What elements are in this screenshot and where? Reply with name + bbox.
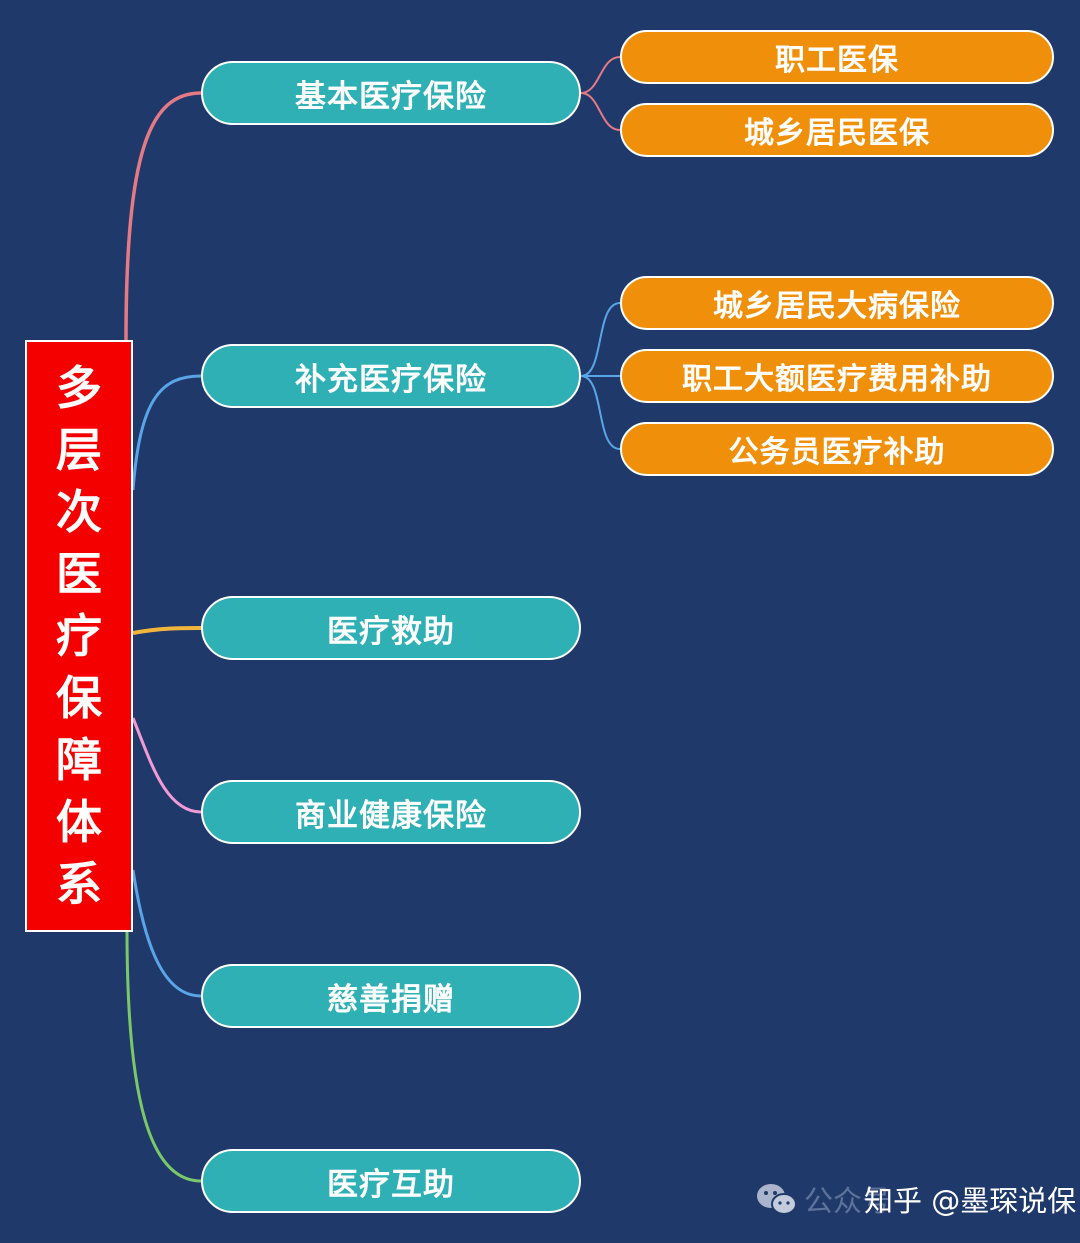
connector-root-basic [124, 91, 202, 341]
node-medical-assistance[interactable]: 医疗救助 [201, 596, 581, 660]
watermark-ghost-text: 公众号 [804, 1184, 892, 1218]
leaf-civil-servant-subsidy[interactable]: 公务员医疗补助 [620, 422, 1054, 476]
root-label-char: 障 [56, 733, 102, 787]
connector-supp-leaf1 [580, 302, 621, 377]
root-label-char: 次 [56, 485, 102, 539]
connector-root-mutual [125, 929, 202, 1183]
root-label-char: 多 [56, 361, 102, 415]
leaf-resident-insurance[interactable]: 城乡居民医保 [620, 103, 1054, 157]
root-label-char: 层 [56, 423, 102, 477]
root-label-char: 体 [56, 795, 102, 849]
connector-supp-leaf3 [580, 375, 621, 450]
connector-root-supplementary [131, 374, 202, 491]
leaf-employee-insurance[interactable]: 职工医保 [620, 30, 1054, 84]
leaf-critical-illness-insurance[interactable]: 城乡居民大病保险 [620, 276, 1054, 330]
connector-root-commercial [131, 717, 202, 814]
connector-root-charity [131, 869, 202, 998]
connector-basic-leaf1 [580, 56, 621, 94]
root-node[interactable]: 多层次医疗保障体系 [25, 340, 133, 932]
root-label-char: 系 [56, 857, 102, 911]
node-medical-mutual-aid[interactable]: 医疗互助 [201, 1149, 581, 1213]
leaf-large-expense-subsidy[interactable]: 职工大额医疗费用补助 [620, 349, 1054, 403]
node-supplementary-medical-insurance[interactable]: 补充医疗保险 [201, 344, 581, 408]
watermark: 公众号 知乎 @墨琛说保 [756, 1178, 1076, 1220]
node-basic-medical-insurance[interactable]: 基本医疗保险 [201, 61, 581, 125]
wechat-icon [757, 1184, 797, 1215]
node-commercial-health-insurance[interactable]: 商业健康保险 [201, 780, 581, 844]
root-label-char: 疗 [56, 609, 102, 663]
root-label-char: 医 [56, 547, 102, 601]
root-label-char: 保 [56, 671, 102, 725]
connector-root-assistance [132, 626, 202, 635]
watermark-text: 知乎 @墨琛说保 [864, 1184, 1077, 1218]
connector-basic-leaf2 [580, 92, 621, 131]
node-charity-donation[interactable]: 慈善捐赠 [201, 964, 581, 1028]
